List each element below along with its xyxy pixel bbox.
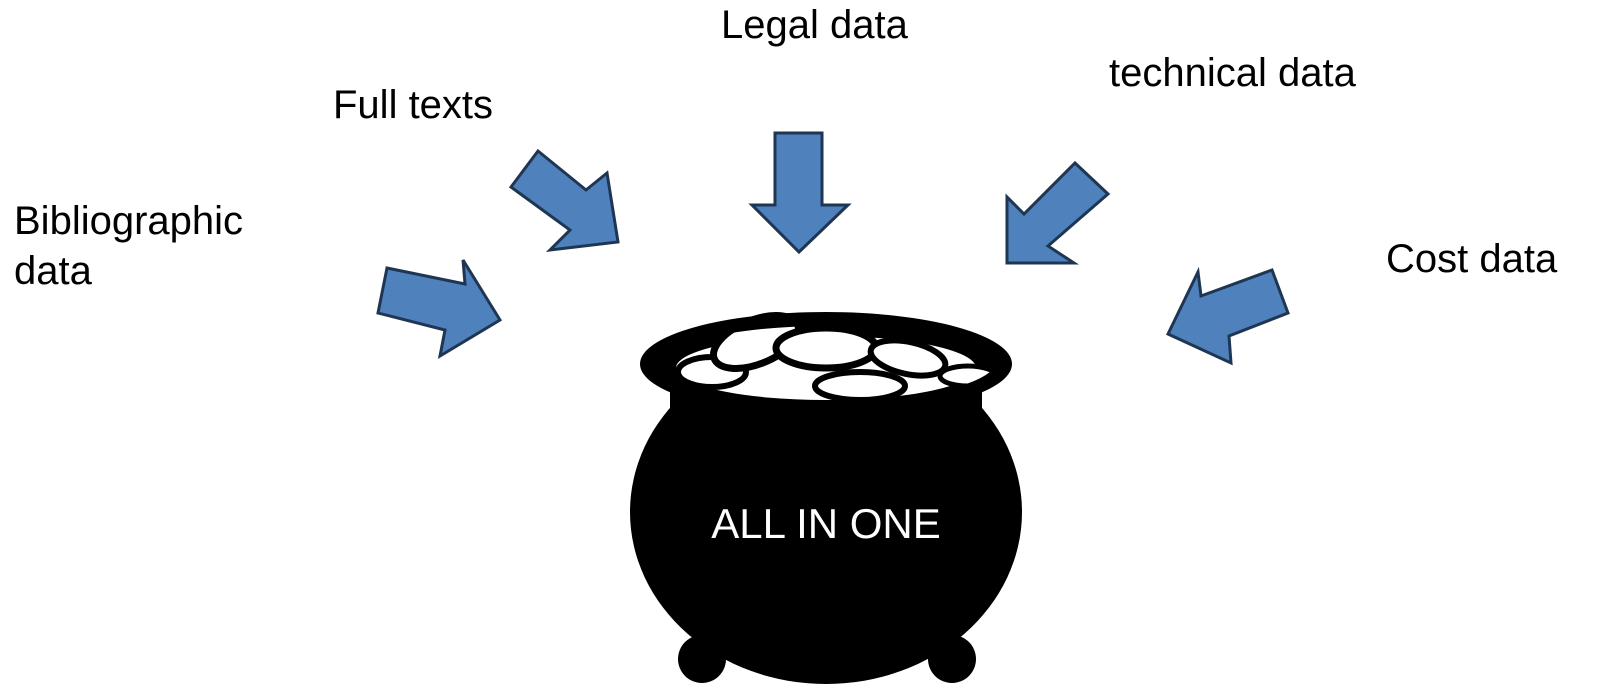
label-bibliographic-line2: data (14, 249, 92, 293)
pot-label: ALL IN ONE (711, 500, 941, 547)
arrow-legal-data (748, 131, 852, 255)
label-legal-data: Legal data (721, 3, 908, 47)
label-full-texts: Full texts (333, 83, 494, 127)
arrow-technical-data (1005, 160, 1111, 265)
label-cost-data: Cost data (1386, 237, 1558, 281)
arrow-cost-data (1165, 266, 1290, 366)
pot-icon (630, 312, 1022, 684)
label-bibliographic-line1: Bibliographic (14, 199, 244, 243)
label-technical-data: technical data (1109, 51, 1356, 95)
arrow-full-texts (508, 148, 620, 252)
arrow-bibliographic (376, 259, 503, 360)
label-bibliographic-data: Bibliographic data (14, 196, 284, 296)
